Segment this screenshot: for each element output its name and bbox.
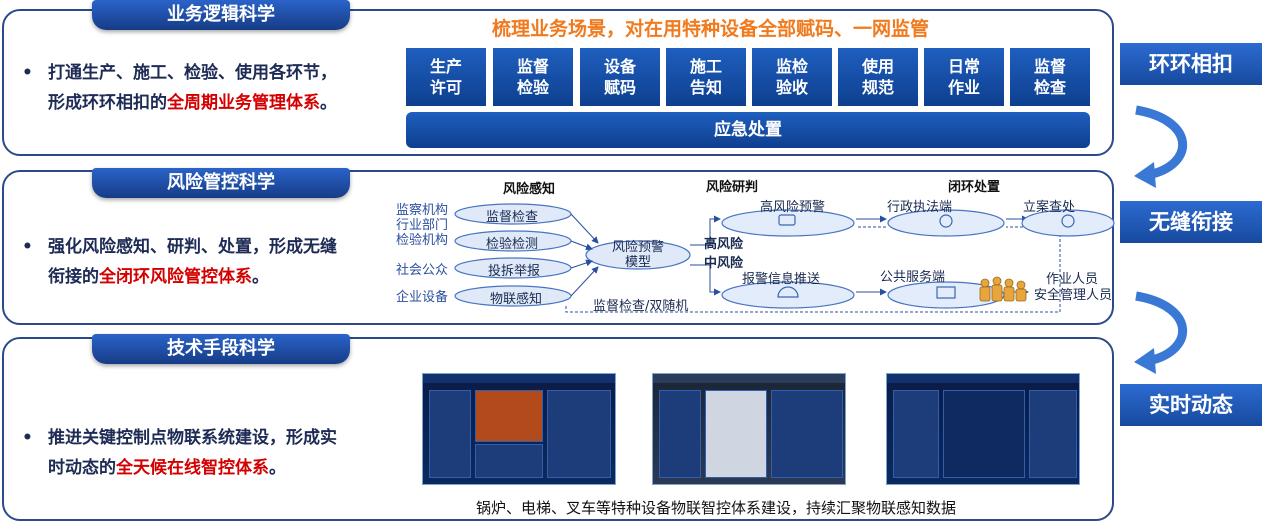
source-public: 社会公众 [396, 263, 449, 278]
business-logic-tab: 业务逻辑科学 [92, 0, 350, 30]
source-supervision: 监察机构 [396, 203, 449, 218]
iot-caption: 锅炉、电梯、叉车等特种设备物联智控体系建设，持续汇聚物联感知数据 [476, 499, 957, 517]
source-enterprise: 企业设备 [396, 290, 449, 305]
bullet-line-2-suffix: 。 [320, 93, 337, 113]
bullet-highlight: 全周期业务管理体系 [167, 93, 320, 113]
case-filing-node: 立案查处 [1023, 200, 1076, 215]
bullet-highlight: 全闭环风险管控体系 [99, 267, 252, 287]
process-box: 监检验收 [752, 48, 832, 106]
judgment-header: 风险研判 [706, 180, 759, 195]
badge-realtime: 实时动态 [1120, 384, 1262, 426]
perception-item: 投拆举报 [488, 264, 541, 279]
bullet-line-2-suffix: 。 [252, 267, 269, 287]
workers-label: 作业人员 [1046, 272, 1099, 287]
badge-seamless: 无缝衔接 [1120, 201, 1262, 243]
bullet-line-1: 推进关键控制点物联系统建设，形成实 [48, 428, 337, 448]
process-box: 监督检查 [1010, 48, 1090, 106]
high-risk-warning-node: 高风险预警 [760, 200, 826, 215]
tech-means-bullet: • 推进关键控制点物联系统建设，形成实 时动态的全天候在线智控体系。 [22, 423, 337, 483]
risk-control-tab: 风险管控科学 [92, 168, 350, 198]
public-service-node: 公共服务端 [880, 270, 946, 285]
source-inspection: 检验机构 [396, 233, 449, 248]
high-risk-label: 高风险 [704, 237, 744, 252]
process-box: 使用规范 [838, 48, 918, 106]
bullet-line-2-prefix: 衔接的 [48, 267, 99, 287]
closed-loop-header: 闭环处置 [948, 180, 1001, 195]
boiler-dashboard-image [422, 373, 616, 485]
process-box: 施工告知 [666, 48, 746, 106]
curved-arrow-icon [1134, 105, 1188, 188]
mid-risk-label: 中风险 [704, 256, 744, 271]
business-logic-bullet: • 打通生产、施工、检验、使用各环节， 形成环环相扣的全周期业务管理体系。 [22, 58, 337, 118]
emergency-bar: 应急处置 [406, 112, 1090, 148]
tech-means-tab: 技术手段科学 [92, 334, 350, 364]
admin-enforcement-node: 行政执法端 [887, 200, 953, 215]
bullet-line-1: 打通生产、施工、检验、使用各环节， [48, 63, 337, 83]
bullet-dot: • [22, 63, 33, 83]
process-box: 日常作业 [924, 48, 1004, 106]
forklift-dashboard-image [886, 373, 1080, 485]
process-box: 设备赋码 [580, 48, 660, 106]
risk-model: 风险预警模型 [612, 240, 665, 270]
perception-header: 风险感知 [503, 182, 556, 197]
curved-arrow-icon [1134, 291, 1188, 374]
bullet-line-2-prefix: 形成环环相扣的 [48, 93, 167, 113]
perception-item: 物联感知 [490, 292, 543, 307]
perception-item: 检验检测 [486, 237, 539, 252]
process-box: 监督检验 [493, 48, 573, 106]
bullet-line-2-prefix: 时动态的 [48, 458, 116, 478]
alarm-push-node: 报警信息推送 [742, 272, 821, 287]
supervision-label: 监督检查/双随机 [593, 299, 689, 314]
bullet-dot: • [22, 237, 33, 257]
risk-flow-diagram [454, 203, 1115, 313]
bullet-line-2-suffix: 。 [269, 458, 286, 478]
risk-control-bullet: • 强化风险感知、研判、处置，形成无缝 衔接的全闭环风险管控体系。 [22, 232, 337, 292]
process-box: 生产许可 [406, 48, 486, 106]
badge-interlocking: 环环相扣 [1120, 43, 1262, 85]
bullet-line-1: 强化风险感知、研判、处置，形成无缝 [48, 237, 337, 257]
safety-manager-label: 安全管理人员 [1034, 288, 1113, 303]
elevator-dashboard-image [652, 373, 846, 485]
bullet-highlight: 全天候在线智控体系 [116, 458, 269, 478]
bullet-dot: • [22, 428, 33, 448]
source-industry: 行业部门 [396, 218, 449, 233]
perception-item: 监督检查 [486, 210, 539, 225]
business-headline: 梳理业务场景，对在用特种设备全部赋码、一网监管 [492, 18, 930, 40]
